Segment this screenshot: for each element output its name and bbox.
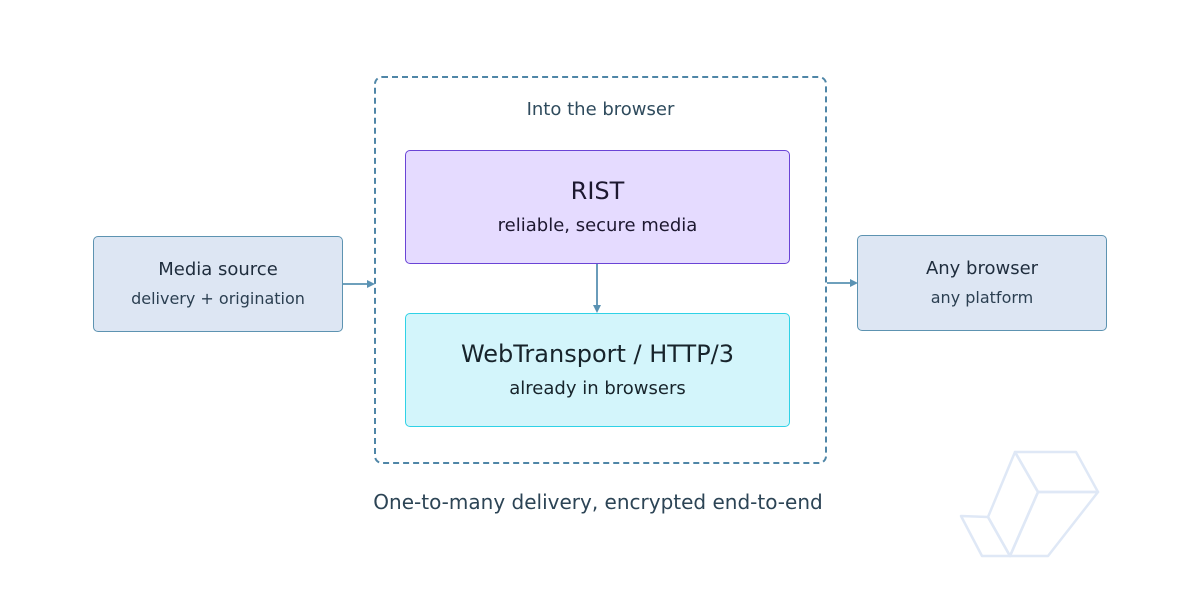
- arrowhead-icon: [367, 280, 375, 288]
- any-browser-title: Any browser: [925, 258, 1039, 279]
- media-source-subtitle: delivery + origination: [131, 289, 305, 308]
- webtransport-title: WebTransport / HTTP/3: [460, 340, 735, 368]
- caption-text: One-to-many delivery, encrypted end-to-e…: [373, 490, 823, 514]
- arrowhead-icon: [593, 305, 601, 313]
- media-source-title: Media source: [158, 259, 278, 280]
- container-label: Into the browser: [526, 99, 675, 120]
- webtransport-node: WebTransport / HTTP/3 already in browser…: [405, 313, 790, 427]
- diagram-caption: One-to-many delivery, encrypted end-to-e…: [0, 490, 1200, 514]
- rist-node: RIST reliable, secure media: [405, 150, 790, 264]
- rist-subtitle: reliable, secure media: [497, 215, 698, 236]
- arrowhead-icon: [850, 279, 858, 287]
- any-browser-node: Any browser any platform: [857, 235, 1107, 331]
- rist-title: RIST: [570, 177, 625, 205]
- webtransport-subtitle: already in browsers: [509, 378, 686, 399]
- any-browser-subtitle: any platform: [930, 288, 1034, 307]
- media-source-node: Media source delivery + origination: [93, 236, 343, 332]
- browser-container-frame: [374, 76, 827, 464]
